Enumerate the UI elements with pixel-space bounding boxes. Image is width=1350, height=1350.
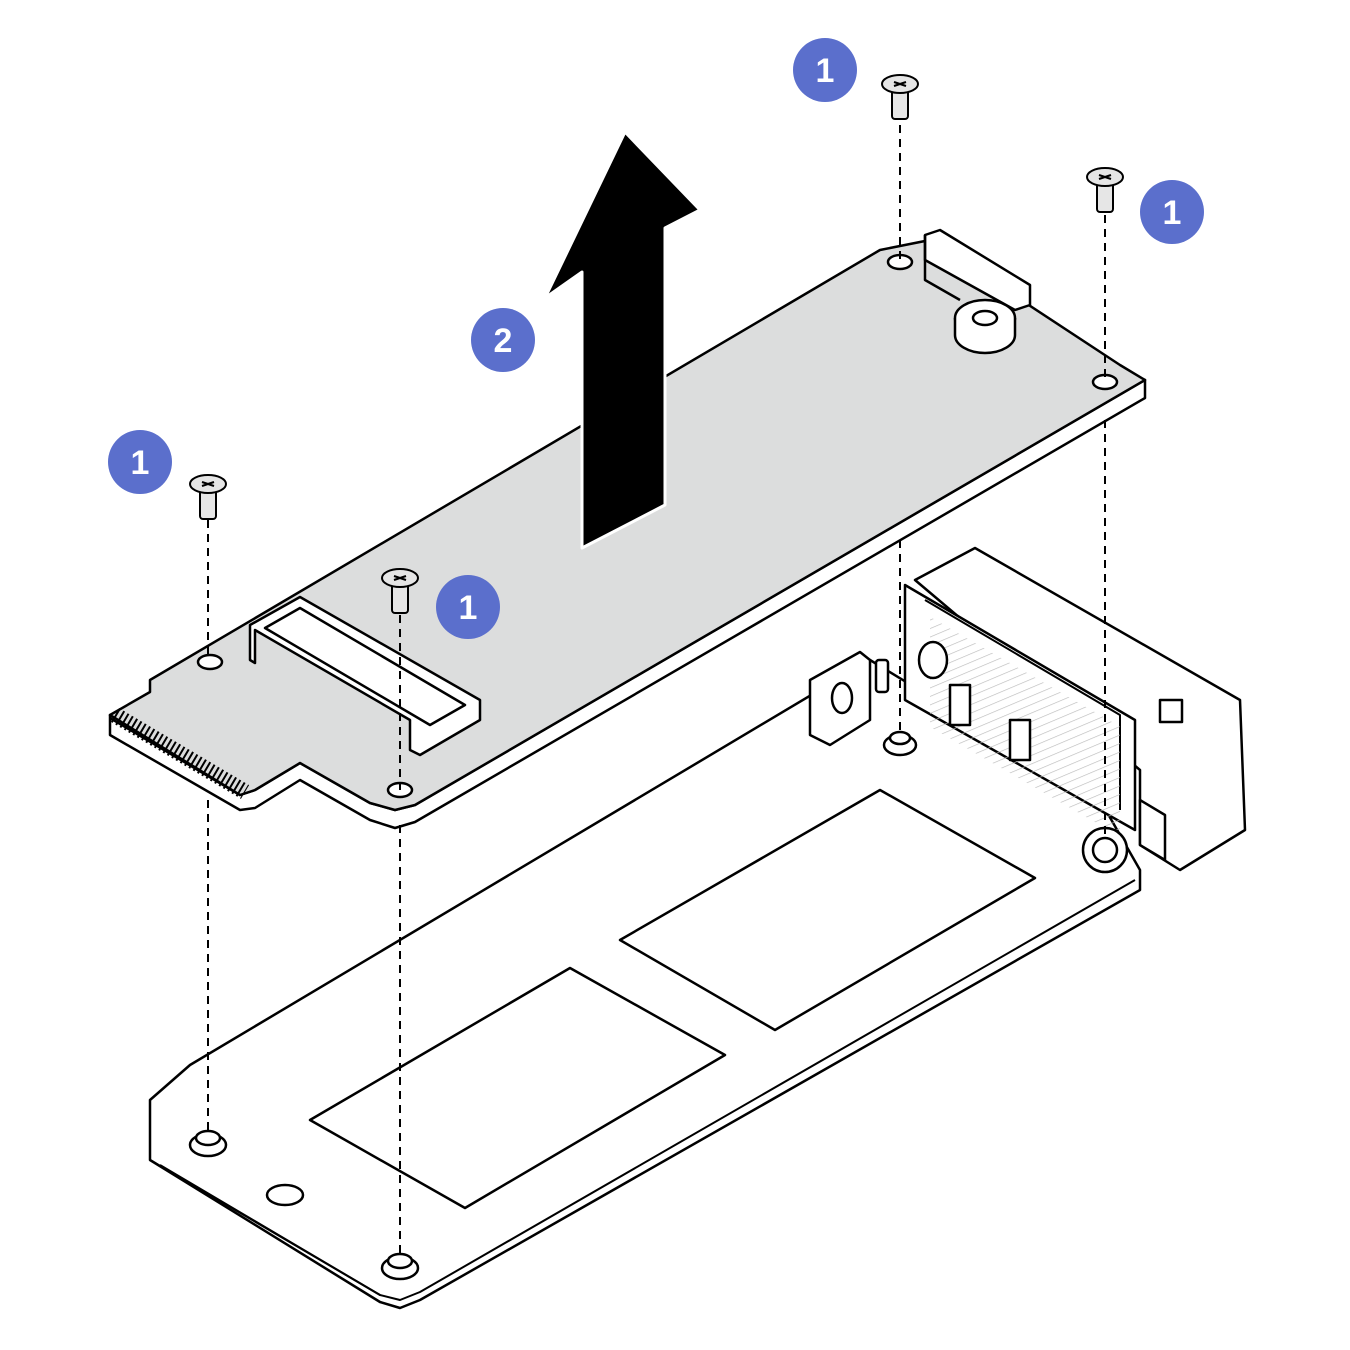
board-hole-left (196, 653, 224, 671)
callout-label: 1 (459, 589, 478, 627)
tray-standoff-left (188, 1129, 228, 1158)
callout-lift-board: 2 (471, 308, 535, 372)
rear-bracket (808, 546, 1247, 874)
callout-label: 1 (131, 444, 150, 482)
alignment-lines (207, 125, 1106, 1258)
tray-standoff-front (380, 1252, 420, 1281)
callout-screw-top-center: 1 (793, 38, 857, 102)
screw-icon (381, 568, 419, 614)
edge-connector-contacts (110, 708, 250, 799)
tray-hole (265, 1183, 305, 1207)
adapter-tray (148, 658, 1142, 1310)
callout-screw-left: 1 (108, 430, 172, 494)
tray-window-back (618, 788, 1037, 1032)
callout-label: 2 (494, 322, 513, 360)
callout-screw-top-right: 1 (1140, 180, 1204, 244)
callout-label: 1 (1163, 194, 1182, 232)
tray-standoff-back (882, 730, 918, 757)
board-hole-right (1091, 373, 1119, 391)
callout-label: 1 (816, 52, 835, 90)
callout-screw-middle: 1 (436, 575, 500, 639)
screw-icon (881, 74, 919, 120)
tray-window-front (308, 966, 727, 1210)
m2-connector (248, 595, 482, 757)
screw-icon (189, 474, 227, 520)
screw-icon (1086, 167, 1124, 213)
arrow-up-icon (543, 130, 702, 550)
retention-latch (923, 228, 1032, 355)
